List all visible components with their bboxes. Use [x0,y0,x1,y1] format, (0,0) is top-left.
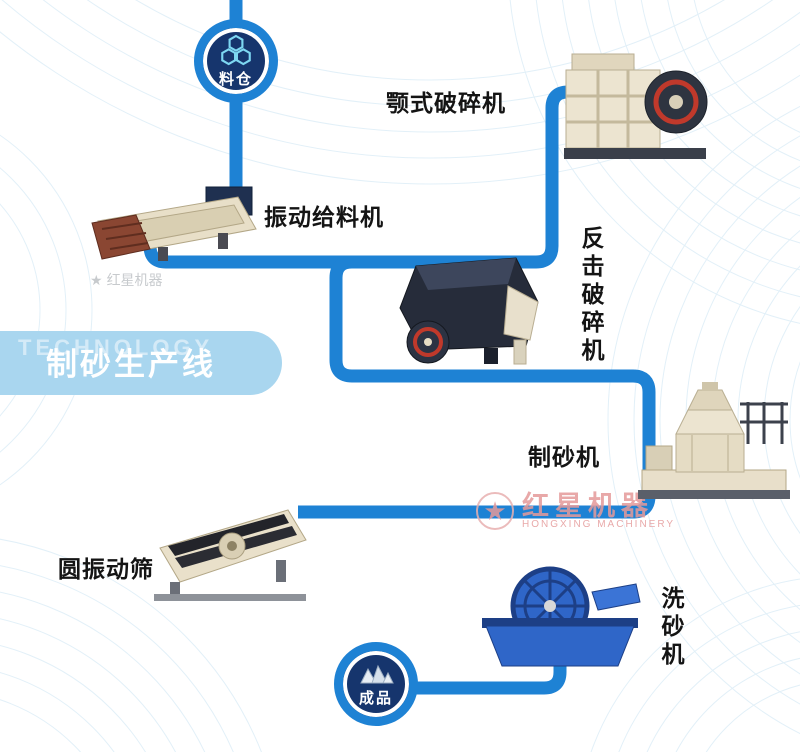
vibrating-feeder-label: 振动给料机 [264,204,384,230]
watermark-gray: ★ 红星机器 [90,270,163,290]
jaw-crusher-label: 颚式破碎机 [386,90,506,116]
vibrating-feeder-image [88,183,263,268]
watermark-red-text: 红星机器 [522,491,654,521]
flow-impact-to-sand-maker [329,255,656,470]
product-node: 成品 [334,642,418,726]
flow-washer-to-product [416,636,567,695]
sand-maker-label: 制砂机 [528,444,600,470]
watermark-red: ★ 红星机器 HONGXING MACHINERY [476,492,675,531]
vibrating-screen-image [148,496,313,604]
sand-maker-image [636,382,792,508]
sand-washer-label: 洗砂机 [658,586,684,670]
page-title: 制砂生产线 [46,347,216,382]
product-node-label: 成品 [358,689,393,707]
watermark-red-subtext: HONGXING MACHINERY [522,519,676,531]
silo-node-label: 料仓 [218,70,253,88]
star-icon: ★ [90,271,103,288]
silo-node: 料仓 [194,19,278,103]
impact-crusher-image [388,252,546,367]
title-banner: TECHNOLOGY 制砂生产线 [0,331,282,395]
flow-feeder-to-jaw-crusher [143,85,614,269]
jaw-crusher-image [558,50,713,168]
banner-watermark: TECHNOLOGY [18,335,214,360]
star-badge-icon: ★ [476,492,514,531]
vibrating-screen-label: 圆振动筛 [58,556,154,582]
crushed-stone-icon [360,664,394,683]
silo-hexagons-icon [221,34,251,65]
watermark-gray-text: 红星机器 [106,272,163,288]
impact-crusher-label: 反击破碎机 [578,226,604,366]
sand-washer-image [472,566,647,671]
